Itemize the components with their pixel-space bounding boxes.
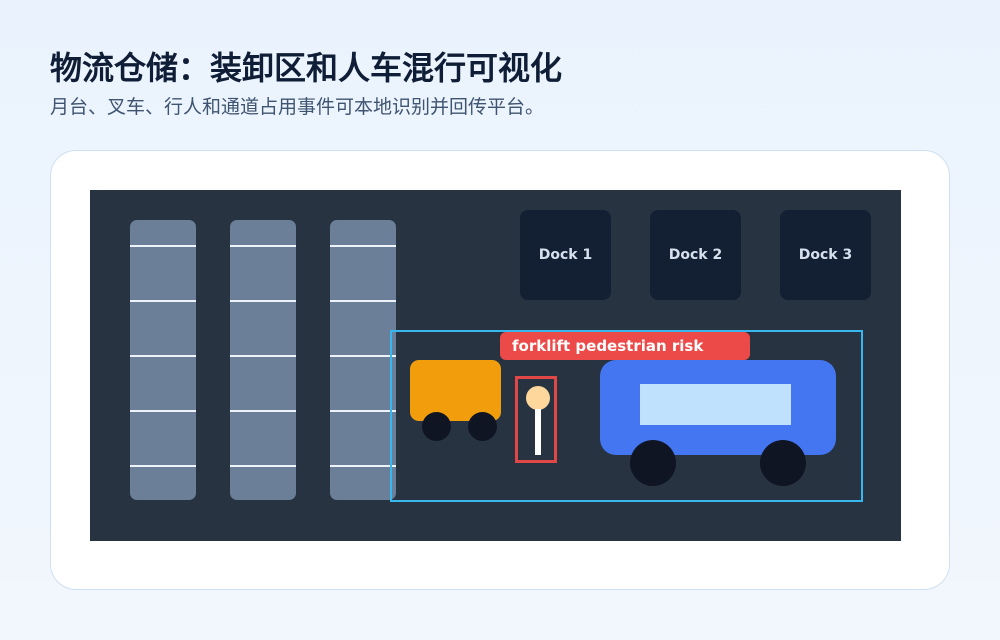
storage-rack-1 — [130, 220, 196, 500]
forklift-wheel-front — [422, 412, 451, 441]
dock-1: Dock 1 — [520, 210, 611, 300]
rack-shelf — [230, 410, 296, 412]
dock-3-label: Dock 3 — [798, 247, 853, 263]
rack-shelf — [330, 410, 396, 412]
dock-1-label: Dock 1 — [538, 247, 593, 263]
dock-2: Dock 2 — [650, 210, 741, 300]
pedestrian-body — [535, 409, 541, 455]
rack-shelf — [130, 300, 196, 302]
storage-rack-3 — [330, 220, 396, 500]
page-title: 物流仓储：装卸区和人车混行可视化 — [50, 49, 563, 87]
rack-shelf — [330, 300, 396, 302]
rack-shelf — [130, 245, 196, 247]
rack-shelf — [230, 355, 296, 357]
rack-shelf — [230, 245, 296, 247]
risk-zone-box — [390, 330, 863, 502]
rack-shelf — [330, 465, 396, 467]
dock-2-label: Dock 2 — [668, 247, 723, 263]
warehouse-scene: Dock 1 Dock 2 Dock 3 forklift pedestrian… — [90, 190, 901, 541]
storage-rack-2 — [230, 220, 296, 500]
rack-shelf — [230, 465, 296, 467]
risk-alert-badge: forklift pedestrian risk — [500, 332, 750, 360]
rack-shelf — [130, 355, 196, 357]
pedestrian-head — [526, 386, 550, 410]
truck-window — [640, 384, 791, 425]
pedestrian-detection-box — [515, 376, 557, 463]
page-subtitle: 月台、叉车、行人和通道占用事件可本地识别并回传平台。 — [50, 96, 545, 118]
forklift-wheel-rear — [468, 412, 497, 441]
rack-shelf — [330, 245, 396, 247]
rack-shelf — [230, 300, 296, 302]
forklift — [410, 360, 501, 421]
rack-shelf — [330, 355, 396, 357]
rack-shelf — [130, 410, 196, 412]
truck-wheel-front — [630, 440, 676, 486]
truck-wheel-rear — [760, 440, 806, 486]
rack-shelf — [130, 465, 196, 467]
dock-3: Dock 3 — [780, 210, 871, 300]
